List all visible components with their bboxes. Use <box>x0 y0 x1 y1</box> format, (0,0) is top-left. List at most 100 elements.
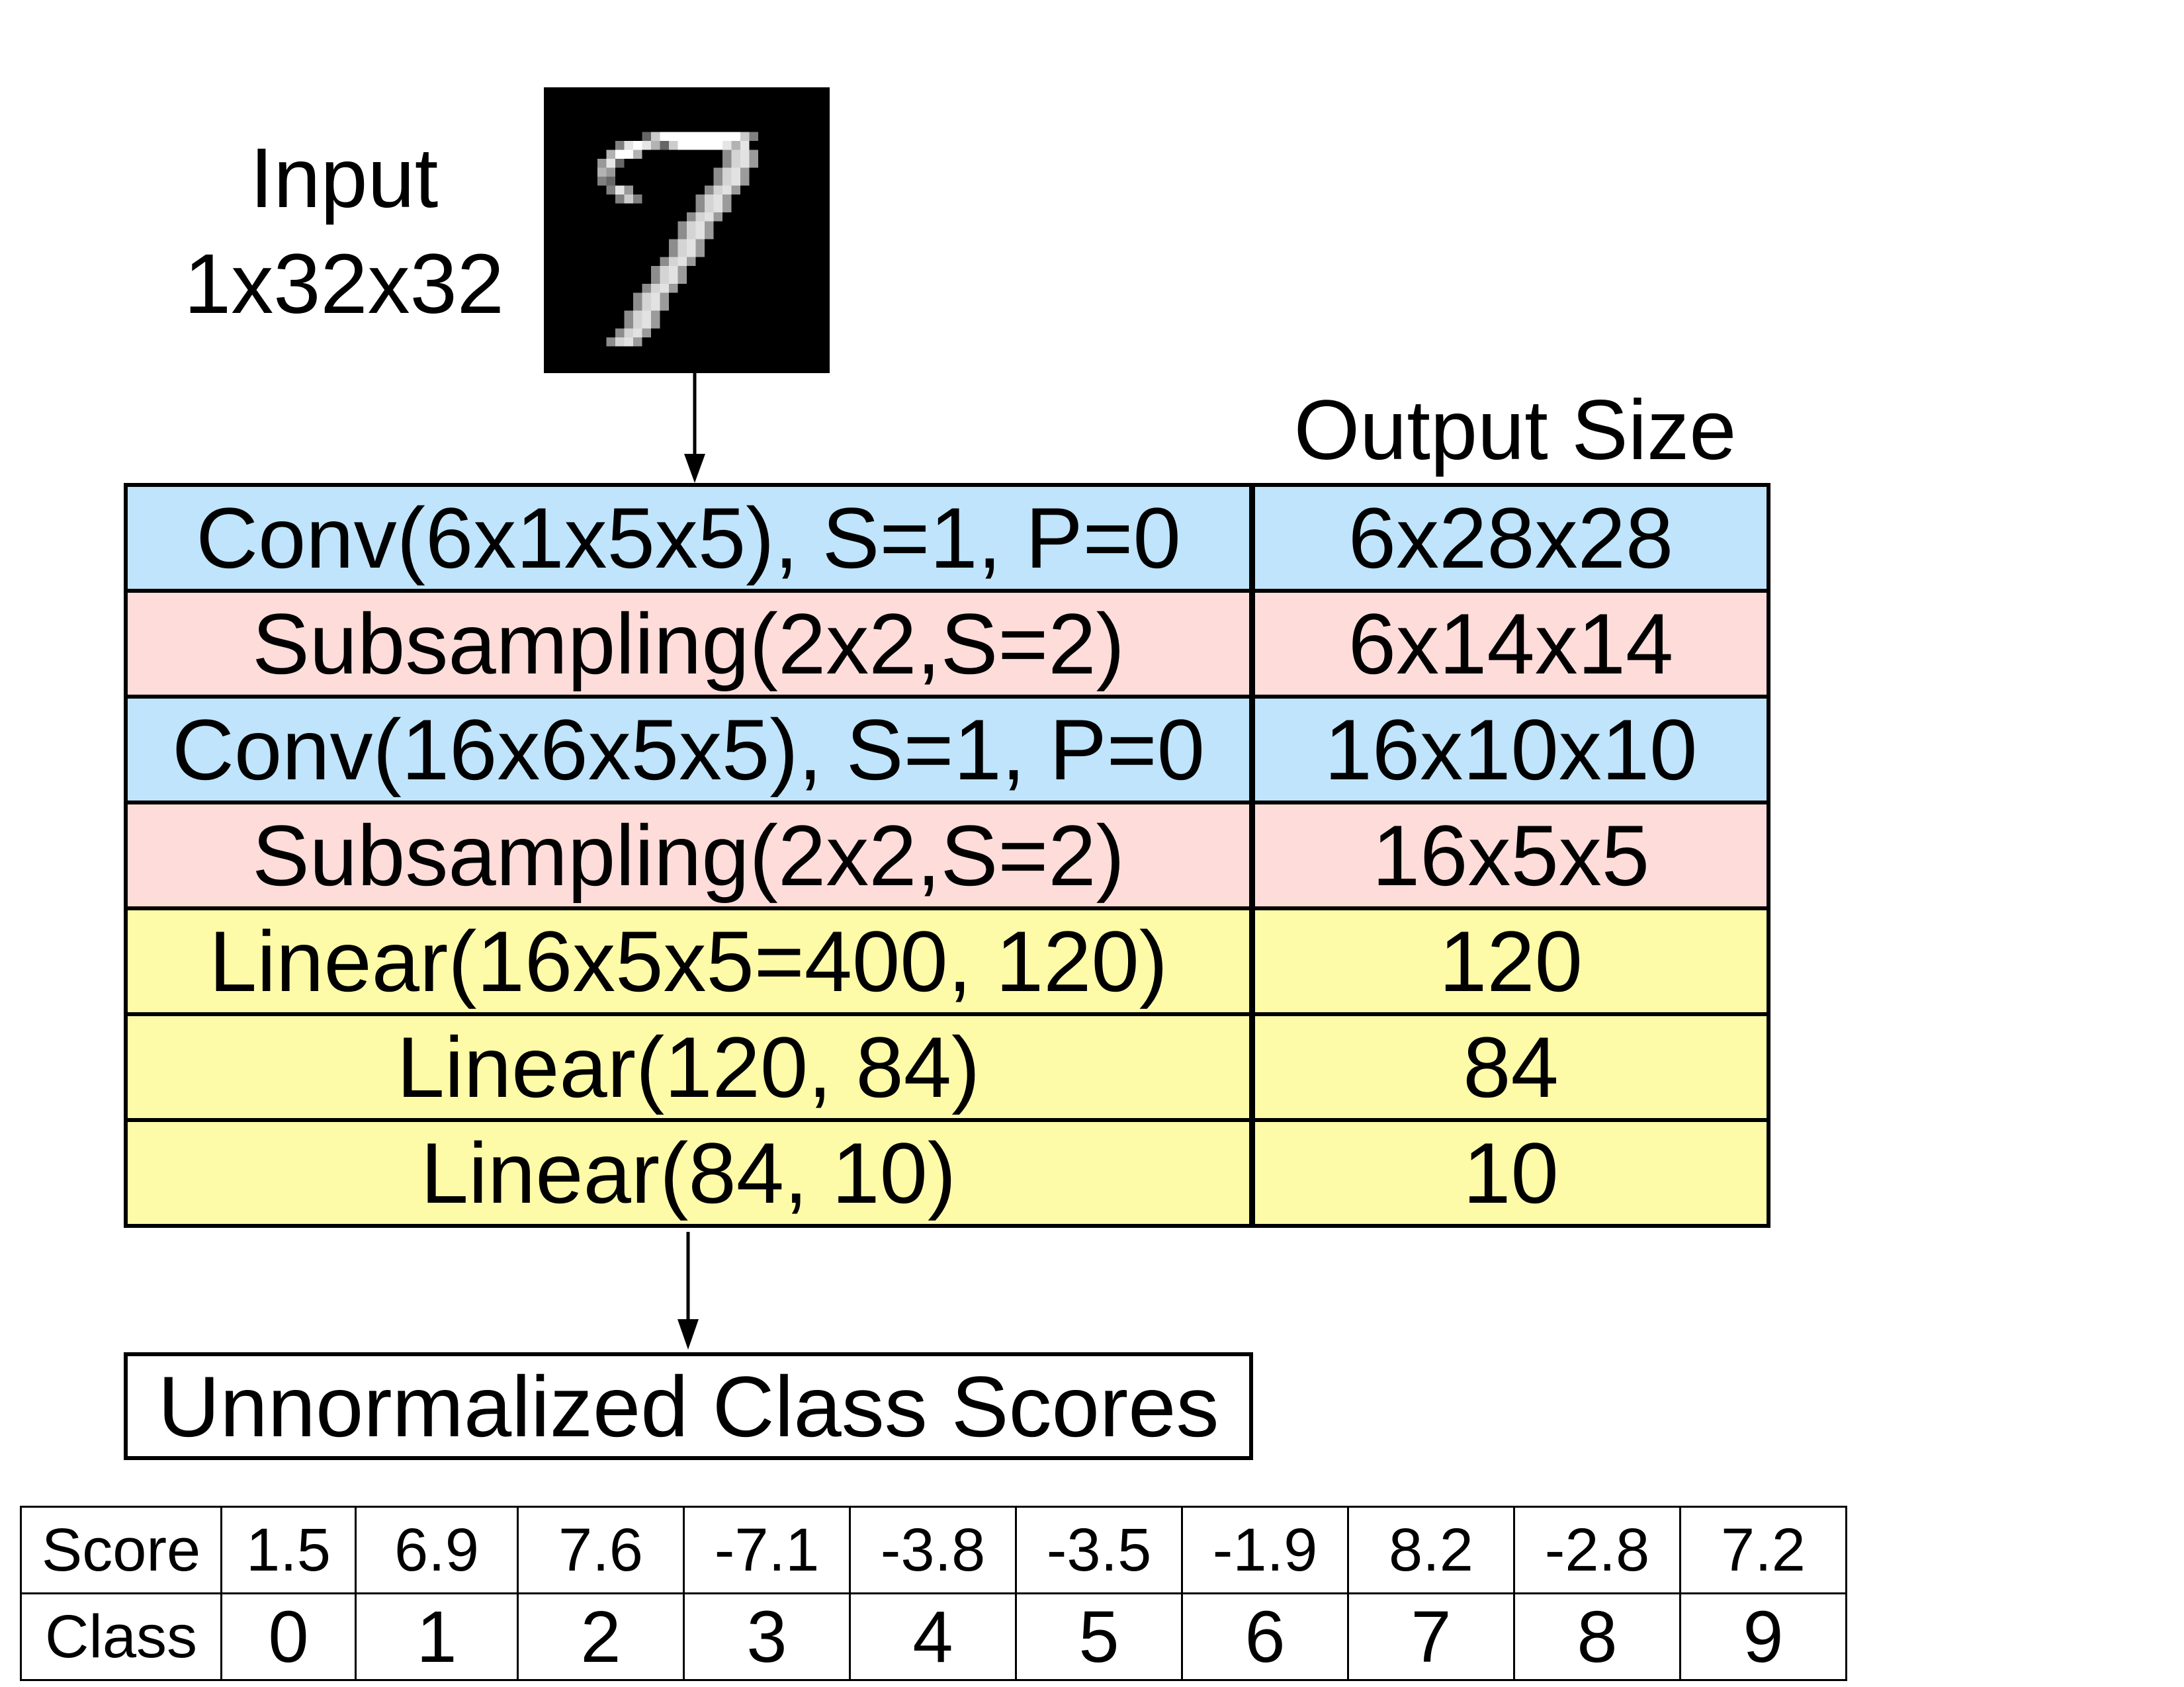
digit-pixel <box>731 159 740 168</box>
class-cell: 9 <box>1679 1592 1847 1681</box>
class-cell: 5 <box>1015 1592 1183 1681</box>
digit-pixel <box>687 132 696 141</box>
layer-0-name: Conv(6x1x5x5), S=1, P=0 <box>124 483 1253 593</box>
digit-pixel <box>651 266 660 275</box>
digit-pixel <box>633 328 642 337</box>
digit-pixel <box>660 284 669 293</box>
digit-pixel <box>633 320 642 329</box>
layer-3-name: Subsampling(2x2,S=2) <box>124 800 1253 910</box>
digit-pixel <box>687 257 696 266</box>
digit-pixel <box>606 337 615 347</box>
digit-pixel <box>677 141 687 150</box>
digit-pixel <box>624 185 633 195</box>
digit-pixel <box>705 212 714 222</box>
digit-pixel <box>651 275 660 284</box>
digit-pixel <box>677 132 687 141</box>
digit-pixel <box>660 132 669 141</box>
digit-pixel <box>705 203 714 212</box>
layer-3-output: 16x5x5 <box>1251 800 1770 910</box>
digit-pixel <box>695 212 705 222</box>
digit-pixel <box>713 195 722 204</box>
input-label: Input 1x32x32 <box>132 126 556 337</box>
class-cell: 7 <box>1347 1592 1515 1681</box>
digit-pixel <box>615 159 625 168</box>
digit-pixel <box>624 337 633 347</box>
layer-6-name: Linear(84, 10) <box>124 1118 1253 1228</box>
digit-pixel <box>731 177 740 186</box>
layer-2-output: 16x10x10 <box>1251 695 1770 804</box>
digit-pixel <box>740 159 750 168</box>
digit-pixel <box>606 159 615 168</box>
score-cell: -2.8 <box>1513 1506 1681 1594</box>
layer-4-output: 120 <box>1251 906 1770 1016</box>
digit-pixel <box>624 310 633 320</box>
digit-pixel <box>606 177 615 186</box>
digit-pixel <box>669 275 678 284</box>
digit-pixel <box>722 159 732 168</box>
digit-pixel <box>597 159 607 168</box>
digit-pixel <box>731 132 740 141</box>
digit-pixel <box>722 177 732 186</box>
digit-pixel <box>633 302 642 311</box>
digit-pixel <box>722 132 732 141</box>
digit-pixel <box>606 150 615 159</box>
layer-5-output: 84 <box>1251 1012 1770 1122</box>
digit-pixel <box>669 284 678 293</box>
digit-pixel <box>651 132 660 141</box>
digit-pixel <box>597 177 607 186</box>
digit-pixel <box>705 141 714 150</box>
score-cell: 7.6 <box>517 1506 685 1594</box>
digit-pixel <box>651 292 660 302</box>
digit-pixel <box>669 239 678 248</box>
digit-pixel <box>606 167 615 177</box>
digit-pixel <box>642 328 651 337</box>
digit-pixel <box>651 320 660 329</box>
class-cell: 8 <box>1513 1592 1681 1681</box>
digit-pixel <box>660 302 669 311</box>
digit-pixel <box>624 141 633 150</box>
score-cell: -3.5 <box>1015 1506 1183 1594</box>
class-cell: 0 <box>220 1592 357 1681</box>
digit-pixel <box>695 141 705 150</box>
digit-pixel <box>713 185 722 195</box>
digit-pixel <box>695 195 705 204</box>
digit-pixel <box>749 159 758 168</box>
digit-pixel <box>615 150 625 159</box>
digit-pixel <box>740 177 750 186</box>
digit-pixel <box>677 275 687 284</box>
class-cell: 2 <box>517 1592 685 1681</box>
digit-pixel <box>705 185 714 195</box>
class-cell: 1 <box>355 1592 519 1681</box>
digit-pixel <box>677 266 687 275</box>
score-cell: -7.1 <box>683 1506 851 1594</box>
digit-pixel <box>642 310 651 320</box>
digit-pixel <box>615 185 625 195</box>
digit-pixel <box>705 230 714 239</box>
digit-pixel <box>749 132 758 141</box>
digit-pixel <box>713 141 722 150</box>
score-cell: 8.2 <box>1347 1506 1515 1594</box>
digit-pixel <box>669 141 678 150</box>
digit-pixel <box>633 150 642 159</box>
digit-pixel <box>669 266 678 275</box>
digit-pixel <box>731 150 740 159</box>
class-cell: 4 <box>849 1592 1017 1681</box>
digit-pixel <box>677 257 687 266</box>
digit-pixel <box>597 167 607 177</box>
digit-pixel <box>651 284 660 293</box>
digit-pixel <box>695 132 705 141</box>
digit-pixel <box>740 132 750 141</box>
score-cell: 7.2 <box>1679 1506 1847 1594</box>
digit-pixel <box>722 185 732 195</box>
digit-pixel <box>695 248 705 257</box>
digit-pixel <box>669 248 678 257</box>
digit-pixel <box>705 132 714 141</box>
digit-pixel <box>687 248 696 257</box>
digit-pixel <box>660 292 669 302</box>
digit-pixel <box>615 195 625 204</box>
digit-pixel <box>722 203 732 212</box>
arrow-linear-to-scores <box>677 1232 699 1350</box>
digit-pixel <box>722 150 732 159</box>
class-cell: 6 <box>1181 1592 1349 1681</box>
input-title: Input <box>249 131 439 226</box>
